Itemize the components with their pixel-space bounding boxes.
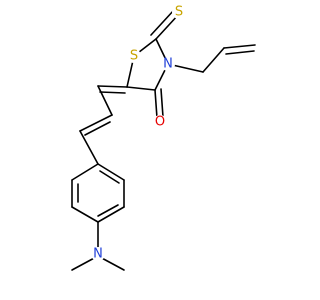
bond-allyl-double-a bbox=[223, 44, 256, 49]
bond-allyl-ch bbox=[202, 47, 225, 73]
atom-o-carbonyl-bg bbox=[153, 115, 167, 129]
atom-s-ring: S bbox=[127, 49, 141, 64]
atom-n-amine-label: N bbox=[93, 247, 103, 262]
atom-n-amine-bg bbox=[91, 247, 105, 261]
bond-chain-aryl bbox=[79, 130, 99, 165]
bond-chain-double-b bbox=[84, 121, 111, 136]
atom-s-thione: S bbox=[172, 5, 186, 20]
bond-c5-exo-b bbox=[99, 91, 126, 94]
bond-ring-inner-1 bbox=[99, 170, 120, 184]
bond-chain-double-a bbox=[79, 114, 113, 132]
bond-chain-1 bbox=[97, 85, 113, 116]
atom-n-ring-bg bbox=[161, 57, 175, 71]
bond-c4-c5 bbox=[126, 86, 156, 91]
atom-n-ring: N bbox=[161, 57, 175, 72]
atom-s-thione-label: S bbox=[175, 5, 183, 20]
bond-ring-6 bbox=[71, 163, 99, 181]
bond-lines bbox=[71, 9, 256, 271]
atom-labels: S S N O N bbox=[91, 5, 186, 262]
atom-n-amine: N bbox=[91, 247, 105, 262]
molecule-diagram: S S N O N bbox=[71, 5, 256, 271]
bond-c5-exo-a bbox=[97, 85, 128, 88]
atom-n-ring-label: N bbox=[163, 57, 173, 72]
bond-ring-1 bbox=[97, 163, 125, 181]
atom-o-carbonyl: O bbox=[153, 115, 167, 130]
atom-o-carbonyl-label: O bbox=[155, 115, 165, 130]
atom-s-ring-label: S bbox=[130, 49, 138, 64]
bond-c4-o-a bbox=[154, 89, 158, 119]
bond-c4-o-b bbox=[160, 88, 164, 118]
atom-s-ring-bg bbox=[127, 49, 141, 63]
bond-allyl-double-b bbox=[225, 50, 255, 55]
bond-ring-inner-2 bbox=[97, 204, 119, 217]
bond-c2-thione-b bbox=[150, 9, 175, 36]
atom-s-thione-bg bbox=[172, 5, 186, 19]
bond-ring-3 bbox=[97, 206, 125, 223]
bond-c2-thione-a bbox=[155, 13, 180, 40]
bond-ring-4 bbox=[71, 206, 99, 223]
